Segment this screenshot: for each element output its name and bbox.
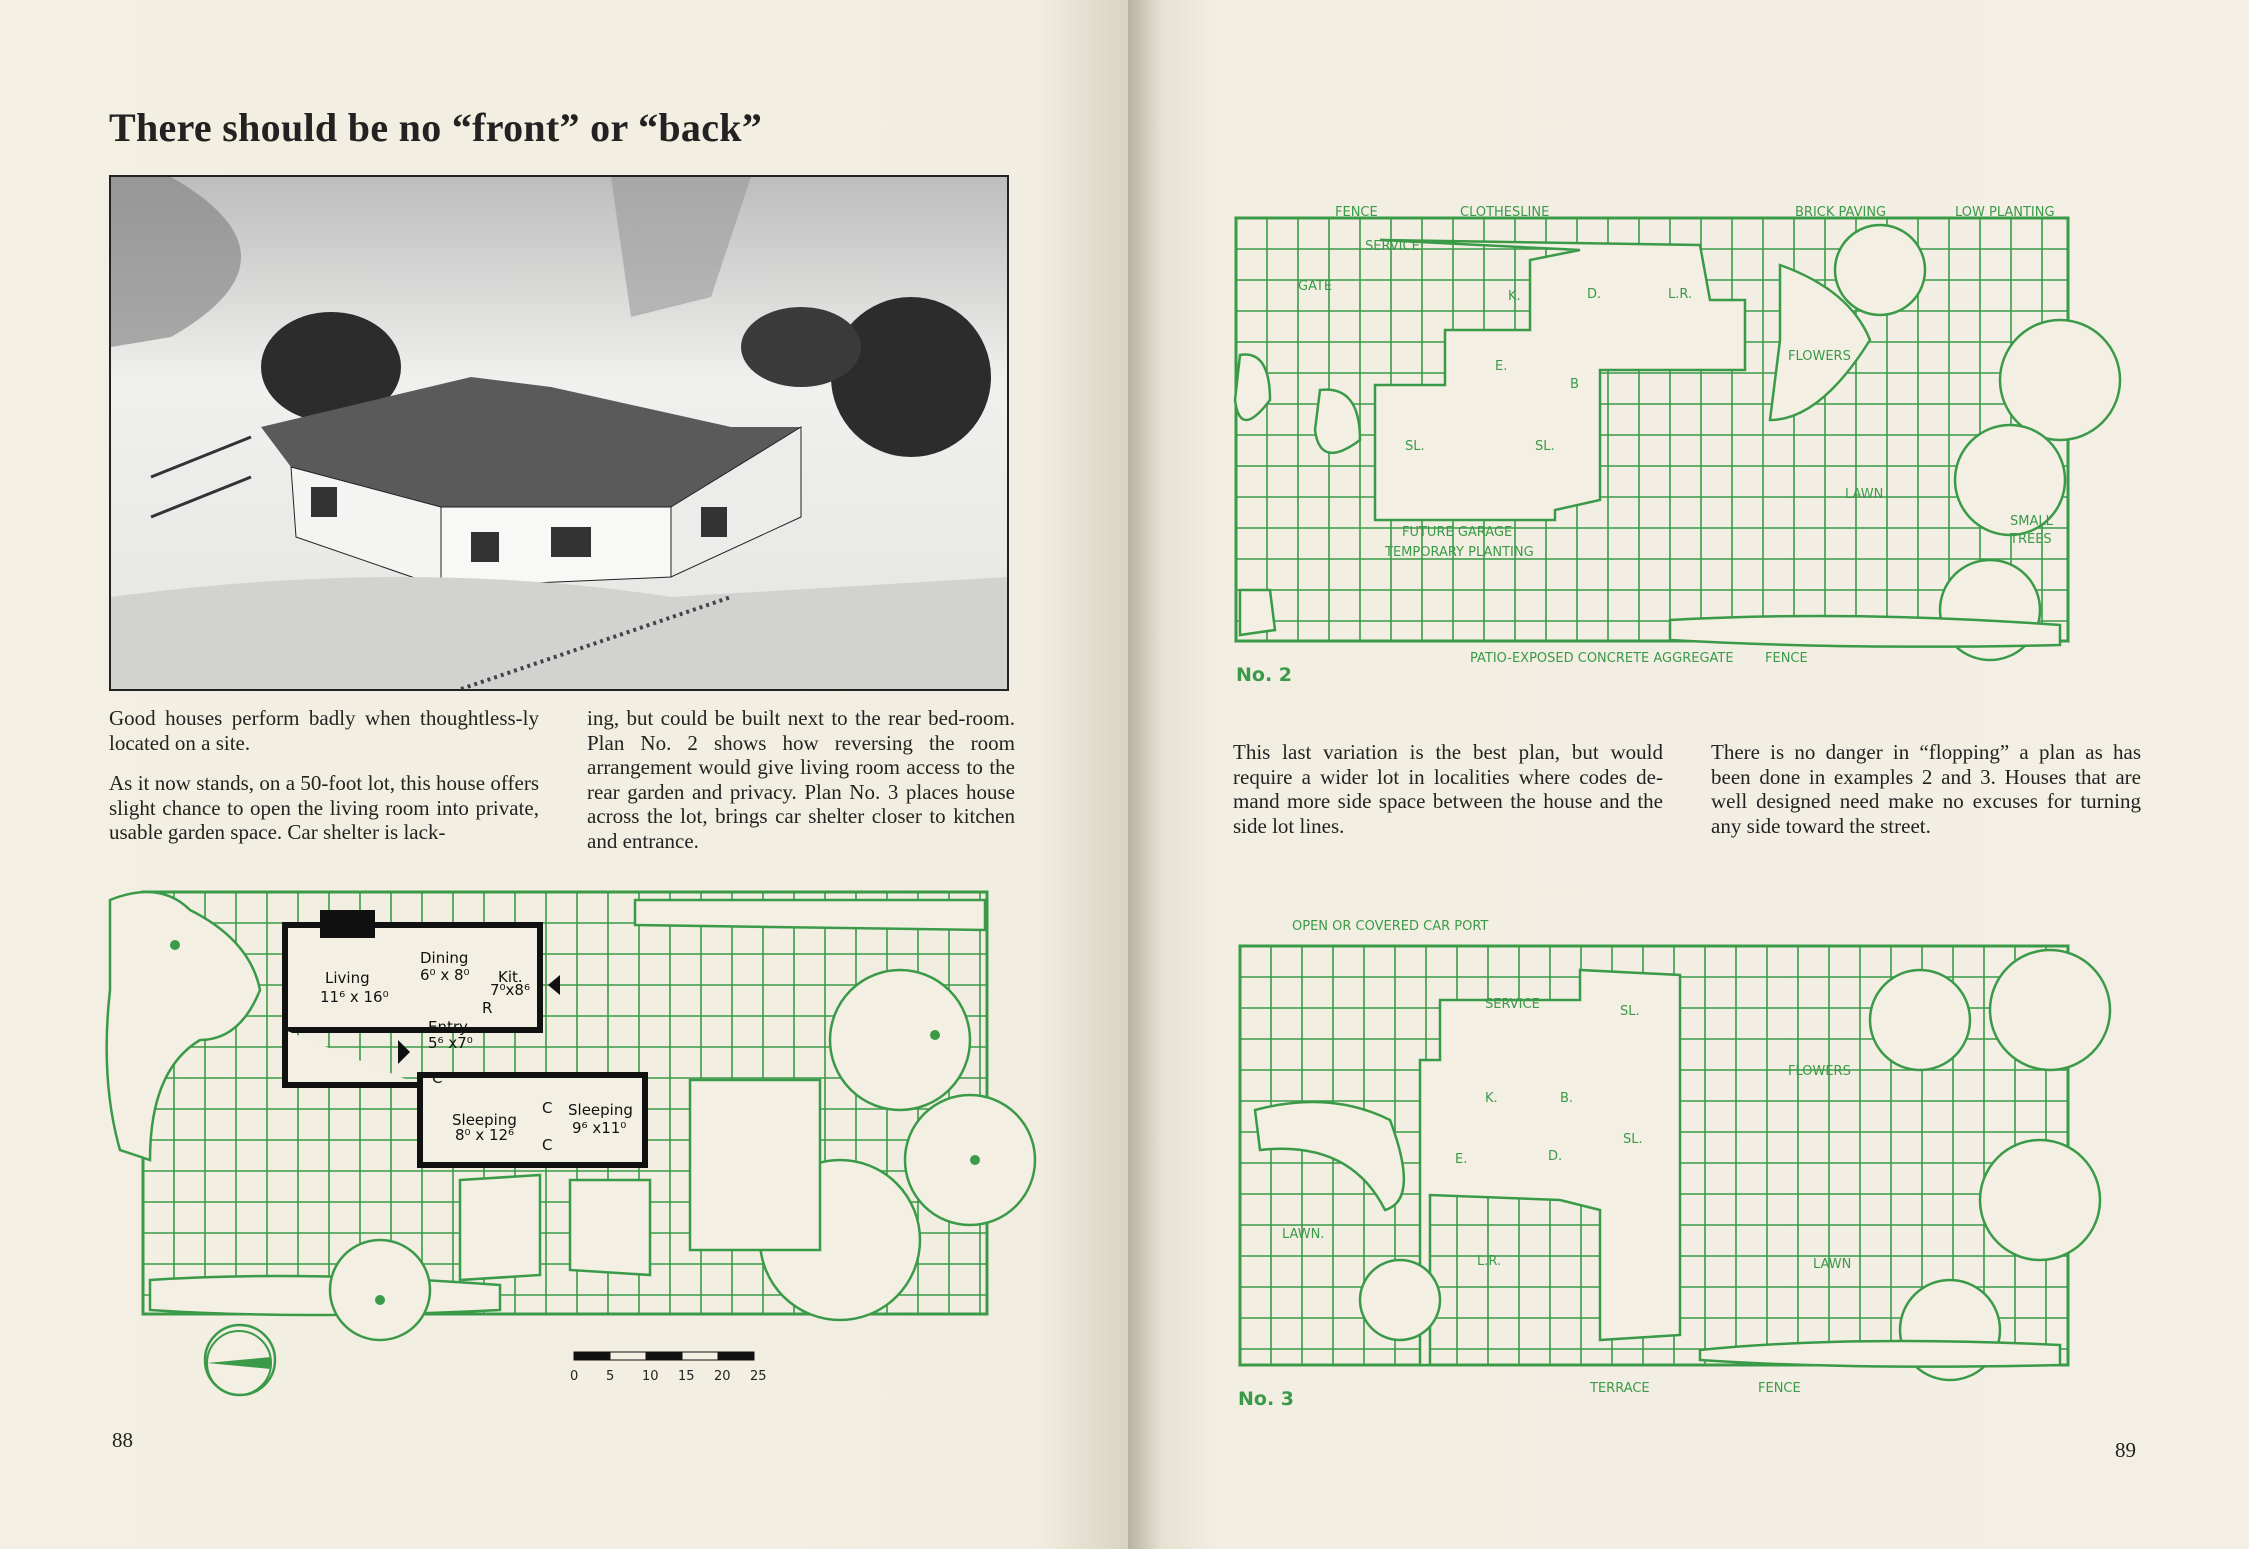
plan-label: FLOWERS <box>1788 349 1851 364</box>
plan-label: PATIO-EXPOSED CONCRETE AGGREGATE <box>1470 651 1734 666</box>
plan-label: L.R. <box>1668 287 1692 302</box>
paragraph: As it now stands, on a 50-foot lot, this… <box>109 771 539 845</box>
site-plan-3: OPEN OR COVERED CAR PORT SERVICE SL. FLO… <box>1238 919 2112 1396</box>
room-label: Entry <box>428 1018 468 1036</box>
plan-label: LOW PLANTING <box>1955 205 2055 220</box>
scale-label: 20 <box>714 1369 731 1384</box>
plan-label: L.R. <box>1477 1254 1501 1269</box>
plan-label: FENCE <box>1335 205 1378 220</box>
text-column-1: This last variation is the best plan, bu… <box>1233 740 1663 854</box>
plan-label: FENCE <box>1758 1381 1801 1396</box>
paragraph: Good houses perform badly when thoughtle… <box>109 706 539 755</box>
plan-label: D. <box>1548 1149 1562 1164</box>
paragraph: This last variation is the best plan, bu… <box>1233 740 1663 838</box>
north-arrow <box>206 1330 272 1396</box>
scale-segment <box>573 1351 611 1361</box>
plan-label: GATE <box>1298 279 1332 294</box>
page-number: 88 <box>112 1428 133 1452</box>
paragraph: ing, but could be built next to the rear… <box>587 706 1015 853</box>
plan-label: FENCE <box>1765 651 1808 666</box>
mark: C <box>432 1069 442 1087</box>
page-number: 89 <box>2115 1438 2136 1462</box>
plan-number: No. 2 <box>1236 664 1293 686</box>
house-illustration <box>109 175 1009 691</box>
text-column-2: There is no danger in “flopping” a plan … <box>1711 740 2141 854</box>
site-plan-1: Living 11⁶ x 16⁰ Dining 6⁰ x 8⁰ Kit. 7⁰x… <box>105 890 1037 1397</box>
room-label: Living <box>325 969 370 987</box>
room-size: 7⁰x8⁶ <box>490 981 530 999</box>
plan-label: K. <box>1485 1091 1498 1106</box>
plan-label: SL. <box>1623 1132 1643 1147</box>
plan-label: TREES <box>2009 532 2052 547</box>
scale-segment <box>717 1351 755 1361</box>
mark: C <box>542 1099 552 1117</box>
scale-segment <box>681 1351 719 1361</box>
scale-bar: 0 5 10 15 20 25 <box>570 1351 767 1384</box>
text-column-2: ing, but could be built next to the rear… <box>587 706 1015 870</box>
page-title: There should be no “front” or “back” <box>109 105 763 150</box>
plan-label: E. <box>1455 1152 1467 1167</box>
scale-label: 25 <box>750 1369 767 1384</box>
plan-label: E. <box>1495 359 1507 374</box>
room-size: 5⁶ x7⁰ <box>428 1034 473 1052</box>
plan-label: B <box>1570 377 1579 392</box>
site-plan-2: FENCE CLOTHESLINE BRICK PAVING LOW PLANT… <box>1233 205 2122 666</box>
room-size: 6⁰ x 8⁰ <box>420 966 470 984</box>
right-page: FENCE CLOTHESLINE BRICK PAVING LOW PLANT… <box>1128 0 2249 1549</box>
plan-label: SL. <box>1620 1004 1640 1019</box>
plan-label: K. <box>1508 289 1521 304</box>
plan-label: CLOTHESLINE <box>1460 205 1549 220</box>
plan-label: SMALL <box>2010 514 2054 529</box>
plan-label: BRICK PAVING <box>1795 205 1886 220</box>
plan-label: TERRACE <box>1589 1381 1650 1396</box>
room-label: Sleeping <box>568 1101 633 1119</box>
room-label: Sleeping <box>452 1111 517 1129</box>
room-label: Dining <box>420 949 468 967</box>
paragraph: There is no danger in “flopping” a plan … <box>1711 740 2141 838</box>
room-label: Kit. <box>498 968 523 986</box>
plan-label: OPEN OR COVERED CAR PORT <box>1292 919 1488 934</box>
plan-label: FUTURE GARAGE <box>1402 525 1512 540</box>
plan-label: LAWN <box>1813 1257 1851 1272</box>
plan-label: LAWN. <box>1282 1227 1324 1242</box>
room-size: 8⁰ x 12⁶ <box>455 1126 514 1144</box>
plan-label: SERVICE <box>1365 239 1420 254</box>
scale-segment <box>609 1351 647 1361</box>
plan-label: SERVICE <box>1485 997 1540 1012</box>
plan-label: FLOWERS <box>1788 1064 1851 1079</box>
plan-label: SL. <box>1535 439 1555 454</box>
text-column-1: Good houses perform badly when thoughtle… <box>109 706 539 861</box>
scale-segment <box>645 1351 683 1361</box>
plan-label: D. <box>1587 287 1601 302</box>
plan-number: No. 3 <box>1238 1388 1295 1410</box>
mark: C <box>542 1136 552 1154</box>
plan-label: B. <box>1560 1091 1573 1106</box>
scale-label: 15 <box>678 1369 695 1384</box>
scale-label: 10 <box>642 1369 659 1384</box>
scale-label: 0 <box>570 1369 578 1384</box>
room-size: 9⁶ x11⁰ <box>572 1119 626 1137</box>
mark: R <box>482 999 492 1017</box>
scale-label: 5 <box>606 1369 614 1384</box>
plan-label: SL. <box>1405 439 1425 454</box>
left-page: There should be no “front” or “back” <box>0 0 1128 1549</box>
plan-label: TEMPORARY PLANTING <box>1384 545 1534 560</box>
plan-label: LAWN <box>1845 487 1883 502</box>
room-size: 11⁶ x 16⁰ <box>320 988 389 1006</box>
